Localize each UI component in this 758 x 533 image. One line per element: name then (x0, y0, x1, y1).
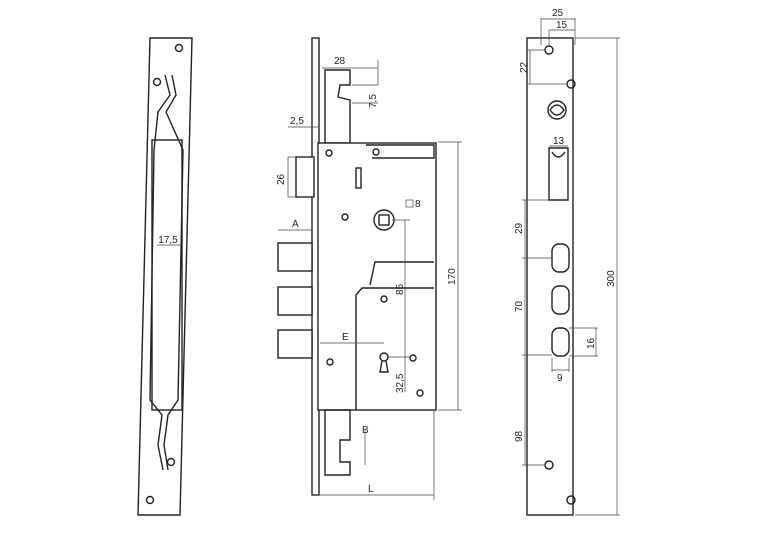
dimension-lines (278, 60, 462, 500)
dim-l-label: L (368, 484, 374, 495)
screw-hole (566, 495, 576, 505)
dim-b-label: B (362, 425, 369, 436)
screw (326, 358, 334, 366)
hole (416, 389, 424, 397)
screw (341, 213, 349, 221)
latch-bolt (295, 156, 315, 198)
screw (380, 295, 388, 303)
dim-13-label: 13 (553, 136, 565, 147)
screw-hole (152, 77, 162, 87)
lock-case (317, 142, 437, 411)
rod (149, 74, 171, 471)
screw-hole (544, 460, 554, 470)
dim-70-label: 70 (514, 300, 525, 312)
dim-29-label: 29 (514, 222, 525, 234)
bottom-latch (324, 409, 351, 476)
dim-spindle-label: 8 (415, 199, 421, 210)
dim-a-label: A (292, 219, 299, 230)
square-symbol (405, 199, 414, 208)
screw-hole (544, 45, 554, 55)
logo-swirl (549, 104, 565, 116)
screw (372, 148, 380, 156)
dim-28-label: 28 (334, 56, 346, 67)
dim-e-label: E (342, 332, 349, 343)
dim-98-label: 98 (514, 430, 525, 442)
deadbolt (277, 286, 313, 316)
logo-emblem (547, 100, 567, 120)
deadbolt (277, 329, 313, 359)
dimension-lines (522, 18, 620, 516)
screw (409, 354, 417, 362)
dim-15-label: 15 (556, 20, 568, 31)
spindle-square (378, 214, 390, 226)
top-latch (324, 69, 351, 144)
dim-32-5-label: 32,5 (395, 373, 406, 393)
latch-slot (548, 147, 569, 201)
rod (163, 74, 184, 471)
screw-hole (566, 79, 576, 89)
deadbolt (277, 242, 313, 272)
dim-7-5-label: 7,5 (368, 94, 379, 108)
screw-hole (166, 457, 176, 467)
screw-hole (174, 43, 184, 53)
strike-plate-outline (137, 37, 193, 516)
dim-22-label: 22 (519, 61, 530, 73)
dim-9-label: 9 (557, 373, 563, 384)
dim-85-label: 85 (395, 283, 406, 295)
dim-300-label: 300 (606, 270, 617, 287)
bolt-hole (551, 243, 570, 273)
lock-body-view: 28 7,5 2,5 26 A 8 170 85 E 32,5 B L (276, 37, 462, 500)
slot (355, 167, 362, 189)
bolt-hole (551, 327, 570, 357)
dim-16-label: 16 (586, 337, 597, 349)
mid-rod (369, 261, 434, 286)
bolt-hole (551, 285, 570, 315)
left-strike-plate-view: 17,5 (137, 37, 193, 516)
screw-hole (145, 495, 155, 505)
dim-2-5-label: 2,5 (290, 116, 304, 127)
dim-26-label: 26 (276, 173, 287, 185)
inner-plate (355, 287, 434, 410)
hole (325, 149, 333, 157)
top-rod (366, 144, 435, 159)
rod-housing (151, 139, 183, 411)
dim-25-label: 25 (552, 8, 564, 19)
keyhole-slot (379, 360, 389, 373)
dim-width-label: 17,5 (158, 235, 178, 246)
faceplate-outline (526, 37, 574, 516)
faceplate-front-view: 25 15 22 13 29 70 300 16 9 98 (514, 8, 620, 516)
dim-170-label: 170 (447, 268, 458, 285)
